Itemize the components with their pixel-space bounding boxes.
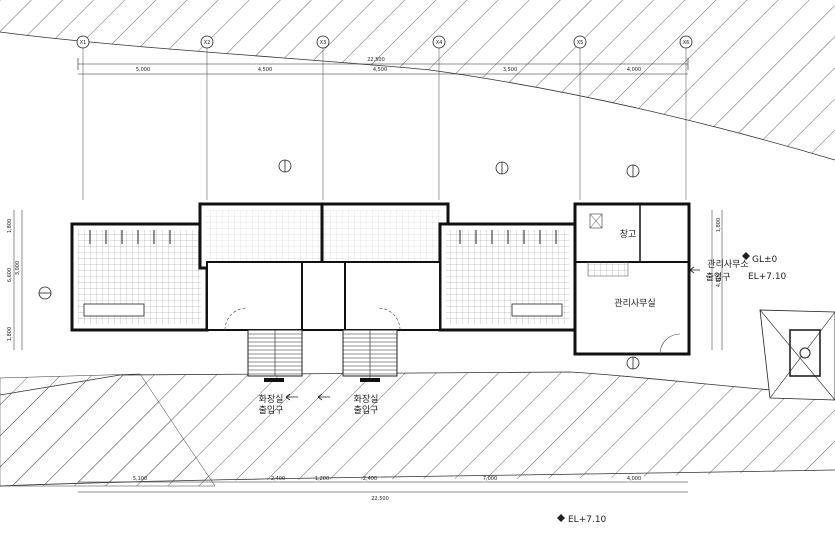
bottom-dimension-2: 2,400 [271,476,285,482]
building-walls [70,202,691,356]
roof-structure [759,309,835,401]
arrow-left-icon [285,393,298,401]
entrance-elevation-label: EL+7.10 [748,272,787,282]
entrance-marker-b [360,378,380,382]
grid-bubble [76,35,90,49]
grid-label: X2 [204,40,211,46]
top-dimension-4: 3,500 [503,67,517,73]
grid-label: X5 [577,40,584,46]
arrow-left-icon [689,266,700,274]
level-markers: GL±0 EL+7.10 EL+7.10 [557,252,787,525]
left-total-dimension: 6,600 [7,268,13,282]
restroom-entrance-b-label-1: 화장실 [354,394,379,405]
entrance-marker-a [264,378,284,382]
site-elevation-label: EL+7.10 [568,515,607,525]
section-marker-icon [278,159,292,173]
grid-label: X6 [683,40,690,46]
top-total-dimension: 22,500 [367,57,385,63]
grid-bubble [679,35,693,49]
top-dimension-5: 4,000 [627,67,641,73]
office-entrance-label-2: 출입구 [706,271,731,283]
top-dimension-1: 5,000 [136,67,150,73]
left-dimension-1: 1,800 [7,219,13,233]
section-marker-icon [495,161,509,175]
level-diamond-icon [742,252,750,260]
ground-level-label: GL±0 [752,255,778,265]
grid-bubble [316,35,330,49]
section-marker-icon [626,356,640,370]
bottom-dimension-6: 4,000 [627,476,641,482]
office-entrance-label-1: 관리사무소 [707,259,748,270]
bottom-dimension-4: 2,400 [363,476,377,482]
grid-bubble [200,35,214,49]
bottom-total-dimension: 22,500 [371,496,389,502]
left-dimension-2: 3,000 [15,261,21,275]
right-dimension-2: 4,800 [716,273,722,287]
restroom-entrance-a-label-2: 출입구 [259,404,284,416]
section-marker-icon [38,286,52,300]
right-dimension-1: 1,800 [716,218,722,232]
office-label: 관리사무실 [614,298,655,309]
grid-label: X1 [80,40,87,46]
bottom-dimension-5: 7,000 [483,476,497,482]
bottom-dimension-3: 1,200 [315,476,329,482]
restroom-entrance-b-label-2: 출입구 [354,404,379,416]
grid-label: X3 [320,40,327,46]
grid-bubble [573,35,587,49]
grid-bubble [432,35,446,49]
arrow-left-icon [317,393,330,401]
grid-axes: X1 X2 X3 X4 X5 X6 [76,35,693,200]
section-marker-icon [626,164,640,178]
top-dimension-line: 22,500 5,000 4,500 4,500 3,500 4,000 [77,57,689,75]
section-markers [38,159,640,370]
bottom-dimension-1: 5,100 [133,476,147,482]
side-dimensions: 1,800 3,000 6,600 1,800 1,800 4,800 [7,210,723,350]
restroom-entrance-a-label-1: 화장실 [259,394,284,405]
storage-label: 창고 [620,229,637,240]
entrance-arrows [285,266,700,401]
entrance-stairs [247,329,398,382]
top-dimension-2: 4,500 [258,67,272,73]
bottom-dimension-line: 5,100 2,400 1,200 2,400 7,000 4,000 22,5… [78,476,688,502]
room-labels: 창고 관리사무실 관리사무소 출입구 화장실 출입구 화장실 출입구 [259,229,749,416]
left-dimension-3: 1,800 [7,327,13,341]
top-dimension-3: 4,500 [373,67,387,73]
level-diamond-icon [557,514,565,522]
grid-label: X4 [436,40,443,46]
